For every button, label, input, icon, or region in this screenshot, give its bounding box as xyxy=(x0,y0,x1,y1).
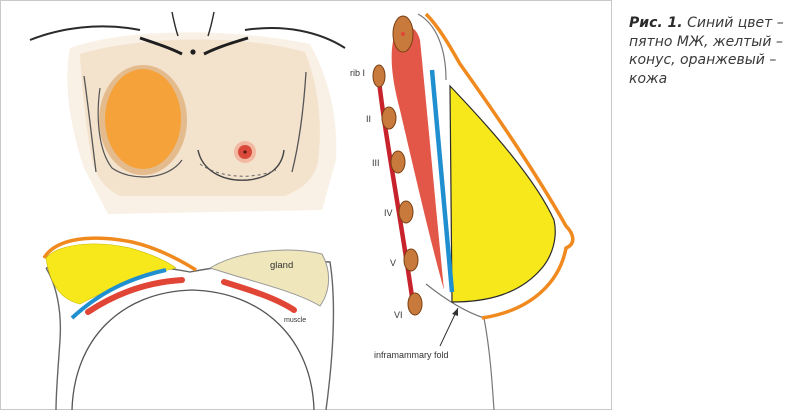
right-breast-fold-dashed xyxy=(199,163,277,177)
figure-caption-lead: Рис. 1. xyxy=(629,15,683,31)
rib-label-3: III xyxy=(372,158,380,168)
left-breast-spot xyxy=(105,69,181,169)
gland-label: gland xyxy=(270,260,293,271)
cross-section-gland-left xyxy=(45,243,177,305)
cross-section-skin-left xyxy=(42,236,197,272)
cross-section-muscle-left xyxy=(85,277,185,315)
figure-caption: Рис. 1. Синий цвет – пятно МЖ, желтый – … xyxy=(629,14,789,88)
rib-label-5: V xyxy=(390,258,396,268)
cross-section-muscle-right xyxy=(221,279,297,313)
cross-section-illustration: gland muscle xyxy=(42,236,335,410)
sagittal-muscle xyxy=(391,26,444,291)
arm-line-left xyxy=(83,75,97,173)
rib-1 xyxy=(372,64,386,88)
breast-anatomy-figure: gland muscle xyxy=(0,0,612,410)
shoulder-line-left xyxy=(29,25,141,41)
rib-4 xyxy=(398,200,414,224)
clavicle-left xyxy=(139,36,183,56)
rib-2 xyxy=(381,106,397,130)
neck-line-right xyxy=(207,11,215,37)
rib-label-1: rib I xyxy=(350,68,365,78)
rib-label-4: IV xyxy=(384,208,393,218)
clavicle-right xyxy=(203,36,249,56)
shoulder-line-right xyxy=(244,27,346,49)
frontal-torso-illustration xyxy=(29,11,346,214)
sagittal-gland xyxy=(449,84,556,303)
cross-section-gland-right xyxy=(208,249,329,307)
inframammary-fold-label: inframammary fold xyxy=(374,350,449,360)
rib-label-6: VI xyxy=(394,310,403,320)
sagittal-fascia xyxy=(429,69,455,293)
rib-5 xyxy=(403,248,419,272)
sagittal-body-outline xyxy=(417,13,447,81)
jugular-notch xyxy=(190,49,196,55)
thorax-arc xyxy=(71,289,315,410)
rib-label-2: II xyxy=(366,114,371,124)
sagittal-skin xyxy=(424,12,575,320)
right-nipple-center xyxy=(243,150,247,154)
left-breast-outline xyxy=(97,87,183,178)
inframammary-fold-arrowhead xyxy=(452,308,458,316)
rib-3 xyxy=(390,150,406,174)
arm-line-right xyxy=(291,71,307,173)
sagittal-section-illustration: rib I II III IV V VI inframammary fold xyxy=(350,12,575,410)
rib-top-center xyxy=(401,32,405,36)
neck-line-left xyxy=(171,11,179,37)
rib-6 xyxy=(407,292,423,316)
muscle-label: muscle xyxy=(284,317,306,324)
figure-caption-text: Синий цвет – пятно МЖ, желтый – конус, о… xyxy=(629,15,784,87)
right-breast-outline xyxy=(197,149,285,181)
cross-section-fascia-left xyxy=(70,268,167,320)
